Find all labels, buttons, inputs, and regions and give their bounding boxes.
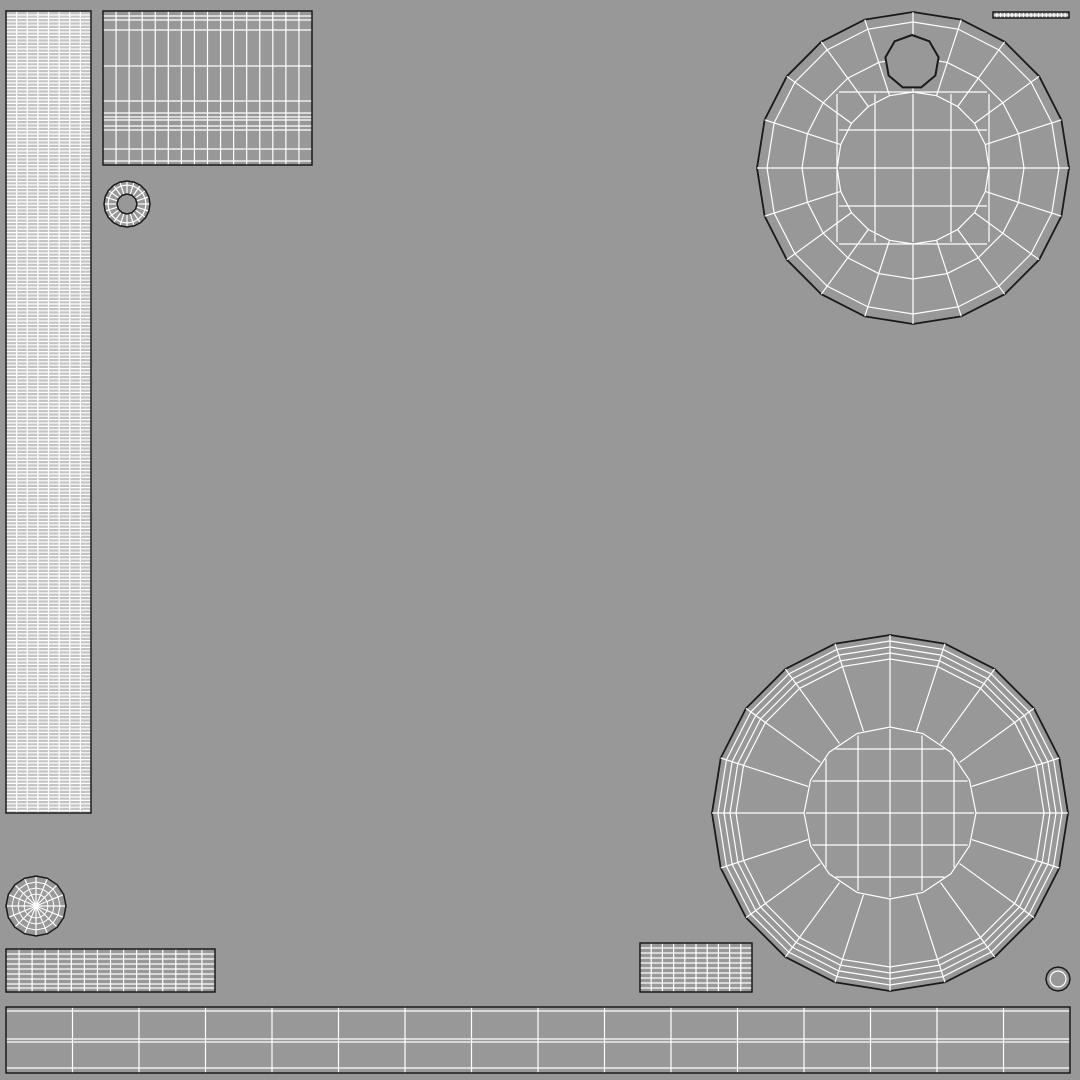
uv-edge	[971, 757, 1060, 787]
uv-edge	[113, 185, 122, 197]
island-outline	[5, 875, 67, 937]
uv-edge	[35, 878, 48, 907]
island-outline	[103, 180, 151, 228]
island-outline	[5, 948, 216, 993]
uv-island-bottom-strip	[5, 1006, 1071, 1074]
uv-edge	[720, 839, 809, 869]
uv-edge	[764, 119, 841, 146]
uv-edge	[820, 41, 869, 107]
uv-edge	[720, 757, 809, 787]
uv-edge	[24, 905, 37, 934]
uv-edge	[971, 839, 1060, 869]
uv-edge	[745, 707, 821, 763]
uv-island-sphere-top	[756, 11, 1070, 325]
uv-island-disk-bottom	[711, 634, 1069, 992]
uv-island-bottom-left-rect	[5, 948, 216, 993]
uv-edge	[864, 240, 891, 317]
island-outline	[5, 10, 92, 814]
uv-edge-loop	[1049, 970, 1067, 988]
uv-edge	[134, 209, 146, 218]
uv-edge	[940, 882, 996, 958]
uv-island-small-rect	[639, 942, 753, 993]
island-outline	[639, 942, 753, 993]
uv-edge	[957, 229, 1006, 295]
uv-edge	[8, 894, 37, 907]
uv-edge	[864, 19, 891, 96]
uv-edge	[959, 863, 1035, 919]
uv-edge	[784, 882, 840, 958]
uv-edge	[935, 19, 962, 96]
uv-edge	[786, 212, 852, 261]
uv-island-top-rect	[102, 10, 313, 166]
uv-edge	[820, 229, 869, 295]
uv-edge	[15, 905, 37, 927]
island-outline	[1045, 966, 1071, 992]
uv-edge	[916, 894, 946, 983]
uv-edge	[8, 905, 37, 918]
uv-edge	[940, 668, 996, 744]
uv-edge	[834, 643, 864, 732]
uv-edge	[959, 707, 1035, 763]
uv-edge	[119, 182, 125, 195]
uv-edge	[105, 196, 118, 202]
uv-edge	[35, 894, 64, 907]
uv-edge	[108, 190, 120, 199]
uv-edge	[745, 863, 821, 919]
uv-island-small-ring	[103, 180, 151, 228]
uv-edge	[136, 196, 149, 202]
uv-edge	[935, 240, 962, 317]
island-hole	[884, 33, 940, 89]
uv-island-tiny-bar	[992, 11, 1070, 19]
uv-edge	[985, 190, 1062, 217]
uv-edge	[985, 119, 1062, 146]
uv-edge	[35, 885, 57, 907]
uv-edge	[15, 885, 37, 907]
uv-edge	[132, 211, 141, 223]
uv-edge	[834, 894, 864, 983]
uv-edge	[35, 905, 57, 927]
uv-edge	[786, 75, 852, 124]
uv-edge	[764, 190, 841, 217]
uv-edge	[129, 213, 135, 226]
uv-edge	[35, 905, 64, 918]
uv-edge	[136, 206, 149, 212]
uv-edge	[974, 75, 1040, 124]
island-hole	[116, 193, 138, 215]
uv-edge	[35, 905, 48, 934]
uv-island-tiny-ring	[1045, 966, 1071, 992]
uv-edge	[108, 209, 120, 218]
uv-edge	[113, 211, 122, 223]
island-outline	[102, 10, 313, 166]
uv-edge	[132, 185, 141, 197]
uv-edge	[24, 878, 37, 907]
uv-edge	[916, 643, 946, 732]
uv-edge	[784, 668, 840, 744]
uv-edge	[129, 182, 135, 195]
uv-edge	[105, 206, 118, 212]
island-outline	[992, 11, 1070, 19]
island-outline	[5, 1006, 1071, 1074]
uv-edge	[134, 190, 146, 199]
uv-island-tall-strip	[5, 10, 92, 814]
uv-edge	[957, 41, 1006, 107]
uv-edge	[119, 213, 125, 226]
uv-edge	[974, 212, 1040, 261]
uv-island-small-disk	[5, 875, 67, 937]
